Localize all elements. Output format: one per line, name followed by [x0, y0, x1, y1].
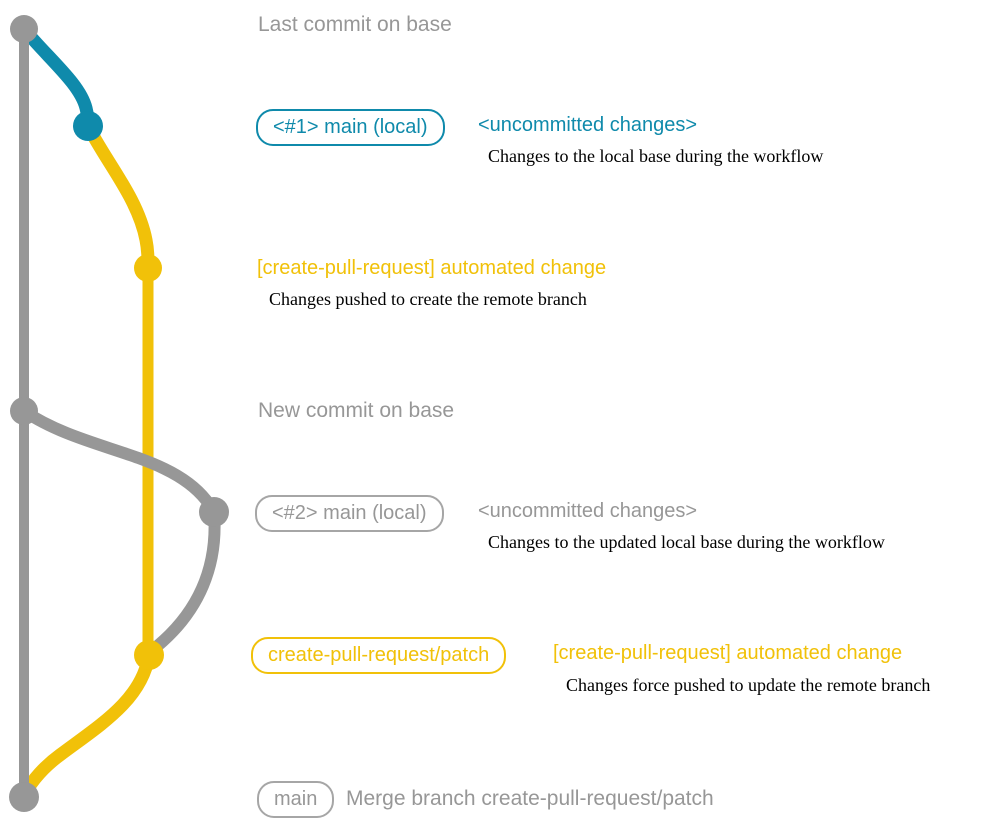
commit-message-automated-change-1: [create-pull-request] automated change: [257, 257, 607, 279]
detail-local-base-changes-1: Changes to the local base during the wor…: [488, 146, 824, 166]
branch-path-blue: [17, 22, 95, 133]
branch-tag-label: main: [274, 788, 318, 810]
label-last-commit-on-base: Last commit on base: [258, 13, 452, 36]
commit-message-automated-change-2: [create-pull-request] automated change: [553, 642, 903, 664]
note-uncommitted-changes-2: <uncommitted changes>: [478, 500, 698, 522]
commit-message-merge: Merge branch create-pull-request/patch: [346, 787, 714, 810]
commit-node-merge-commit: [9, 782, 39, 812]
detail-push-create-remote: Changes pushed to create the remote bran…: [269, 289, 587, 309]
branch-path-gray-out: [18, 405, 220, 518]
label-new-commit-on-base: New commit on base: [258, 399, 455, 422]
branch-tag-main: main: [257, 781, 335, 818]
commit-node-automated-change-2: [134, 640, 164, 670]
branch-path-gray-rebase: [144, 506, 221, 658]
commit-node-uncommitted-changes-1: [73, 111, 103, 141]
branch-tag-label: <#1> main (local): [273, 116, 428, 138]
branch-tag-label: <#2> main (local): [272, 502, 427, 524]
branch-tag-create-pull-request-patch: create-pull-request/patch: [251, 637, 507, 674]
branch-path-yellow-merge: [18, 648, 156, 801]
branch-tag-main-local-2: <#2> main (local): [255, 495, 444, 532]
branch-path-yellow-out: [81, 119, 155, 275]
branch-tag-label: create-pull-request/patch: [268, 644, 490, 666]
branch-tag-main-local-1: <#1> main (local): [256, 109, 445, 146]
commit-node-automated-change-1: [134, 254, 162, 282]
detail-force-push-update-remote: Changes force pushed to update the remot…: [566, 675, 931, 695]
detail-local-base-changes-2: Changes to the updated local base during…: [488, 532, 885, 552]
commit-node-new-commit-on-base: [10, 397, 38, 425]
commit-node-uncommitted-changes-2: [199, 497, 229, 527]
commit-node-last-commit-on-base: [10, 15, 38, 43]
note-uncommitted-changes-1: <uncommitted changes>: [478, 114, 698, 136]
